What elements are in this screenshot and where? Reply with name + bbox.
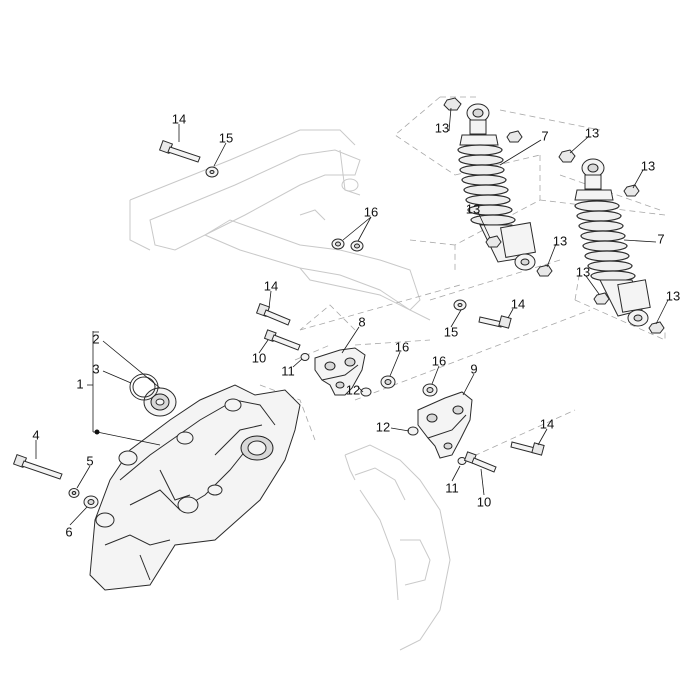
callout-label-c-11-b: 11 bbox=[445, 480, 459, 495]
callout-label-c-15-top: 15 bbox=[219, 130, 233, 145]
callout-label-c-7-b: 7 bbox=[657, 231, 664, 246]
callout-label-c-13-b: 13 bbox=[585, 125, 599, 140]
bolt-14-mid bbox=[255, 302, 291, 326]
callout-label-c-12-b: 12 bbox=[376, 419, 390, 434]
callout-label-c-8: 8 bbox=[358, 314, 365, 329]
wheel-fender bbox=[344, 444, 451, 651]
bracket-9 bbox=[417, 391, 473, 459]
callout-dot bbox=[94, 429, 100, 435]
bolt-14-right bbox=[478, 315, 512, 329]
bolt-4 bbox=[12, 453, 63, 480]
callout-label-c-14-top: 14 bbox=[172, 111, 186, 126]
callout-label-c-11-a: 11 bbox=[281, 363, 295, 378]
nuts-13 bbox=[443, 97, 665, 334]
callout-label-c-13-c: 13 bbox=[641, 158, 655, 173]
callout-label-c-10-a: 10 bbox=[252, 350, 266, 365]
nuts-16-upper bbox=[331, 238, 364, 252]
washer-6 bbox=[83, 495, 99, 509]
nut-16-right bbox=[422, 383, 438, 397]
leader-lines bbox=[35, 107, 669, 526]
callout-label-c-13-a: 13 bbox=[435, 120, 449, 135]
washer-15-mid bbox=[453, 299, 467, 311]
ghost-frame bbox=[129, 129, 431, 321]
callout-label-c-2: 2 bbox=[92, 331, 99, 346]
bracket-8 bbox=[314, 347, 366, 396]
callout-label-c-9: 9 bbox=[470, 361, 477, 376]
callout-label-c-4: 4 bbox=[32, 427, 39, 442]
shock-absorber-right bbox=[574, 158, 651, 327]
bolt-10-b bbox=[463, 451, 497, 473]
nut-12-a bbox=[360, 387, 372, 397]
bolt-14-lower bbox=[510, 441, 545, 456]
bearing-assembly bbox=[143, 387, 177, 417]
callout-label-c-3: 3 bbox=[92, 361, 99, 376]
nut-12-b bbox=[407, 426, 419, 436]
callout-label-c-13-g: 13 bbox=[666, 288, 680, 303]
swingarm-casting bbox=[89, 384, 301, 591]
washer-15-top bbox=[205, 166, 219, 178]
shock-absorber-left bbox=[457, 103, 536, 271]
nut-16-mid bbox=[380, 375, 396, 389]
callout-label-c-13-e: 13 bbox=[553, 233, 567, 248]
callout-label-c-16-top: 16 bbox=[364, 204, 378, 219]
callout-label-c-14-right: 14 bbox=[511, 296, 525, 311]
callout-label-c-15-mid: 15 bbox=[444, 324, 458, 339]
callout-label-c-13-d: 13 bbox=[466, 201, 480, 216]
bolt-14-top bbox=[158, 139, 201, 163]
callout-label-c-12-a: 12 bbox=[346, 382, 360, 397]
callout-label-c-14-mid: 14 bbox=[264, 278, 278, 293]
washer-5 bbox=[68, 488, 80, 498]
callout-label-c-7-a: 7 bbox=[541, 128, 548, 143]
callout-label-c-13-f: 13 bbox=[576, 264, 590, 279]
washer-11-a bbox=[300, 353, 310, 361]
callout-label-c-16-mid: 16 bbox=[395, 339, 409, 354]
callout-label-c-10-b: 10 bbox=[477, 494, 491, 509]
bolt-10-a bbox=[263, 329, 301, 351]
callout-label-c-16-right: 16 bbox=[432, 353, 446, 368]
callout-label-c-5: 5 bbox=[86, 453, 93, 468]
callout-label-c-6: 6 bbox=[65, 524, 72, 539]
circlip-3 bbox=[129, 373, 159, 401]
callout-label-c-1: 1 bbox=[76, 376, 83, 391]
callout-label-c-14-lower: 14 bbox=[540, 416, 554, 431]
